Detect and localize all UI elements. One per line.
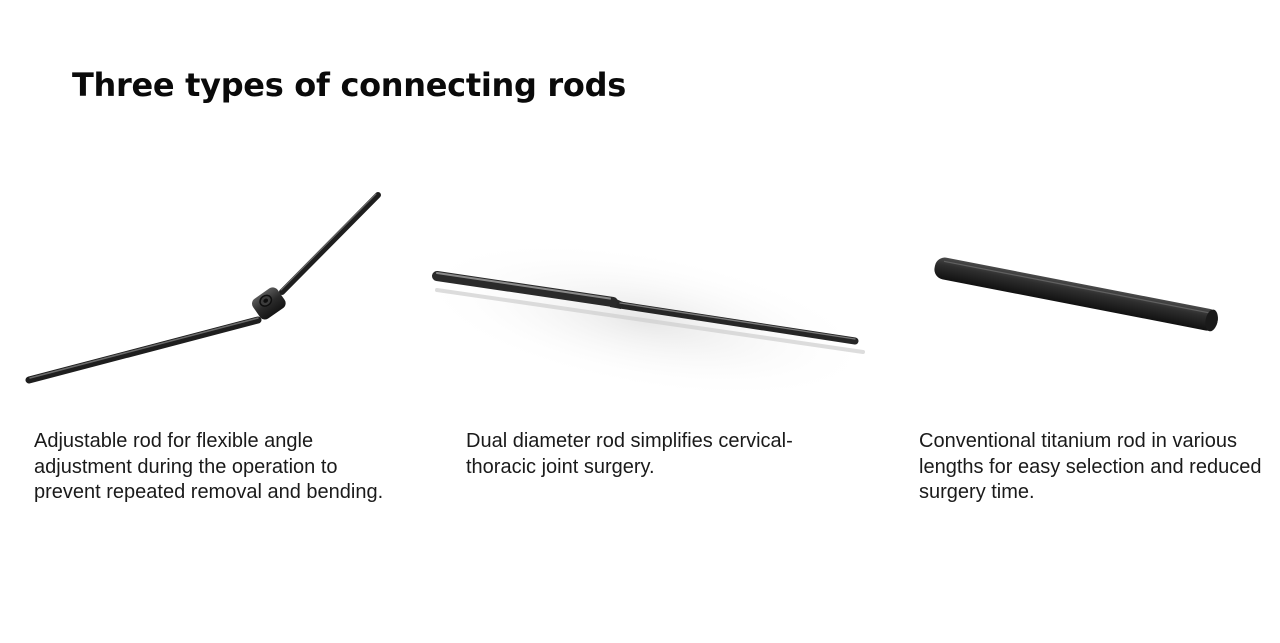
- dual-diameter-rod-image: [415, 240, 877, 400]
- adjustable-rod-image: [25, 192, 381, 384]
- product-caption-titanium-rod: Conventional titanium rod in various len…: [919, 430, 1262, 503]
- product-caption-adjustable-rod: Adjustable rod for flexible angle adjust…: [34, 430, 384, 503]
- titanium-rod-image: [934, 257, 1218, 332]
- product-caption-dual-diameter-rod: Dual diameter rod simplifies cervical-th…: [466, 430, 793, 478]
- page-title: Three types of connecting rods: [72, 66, 626, 104]
